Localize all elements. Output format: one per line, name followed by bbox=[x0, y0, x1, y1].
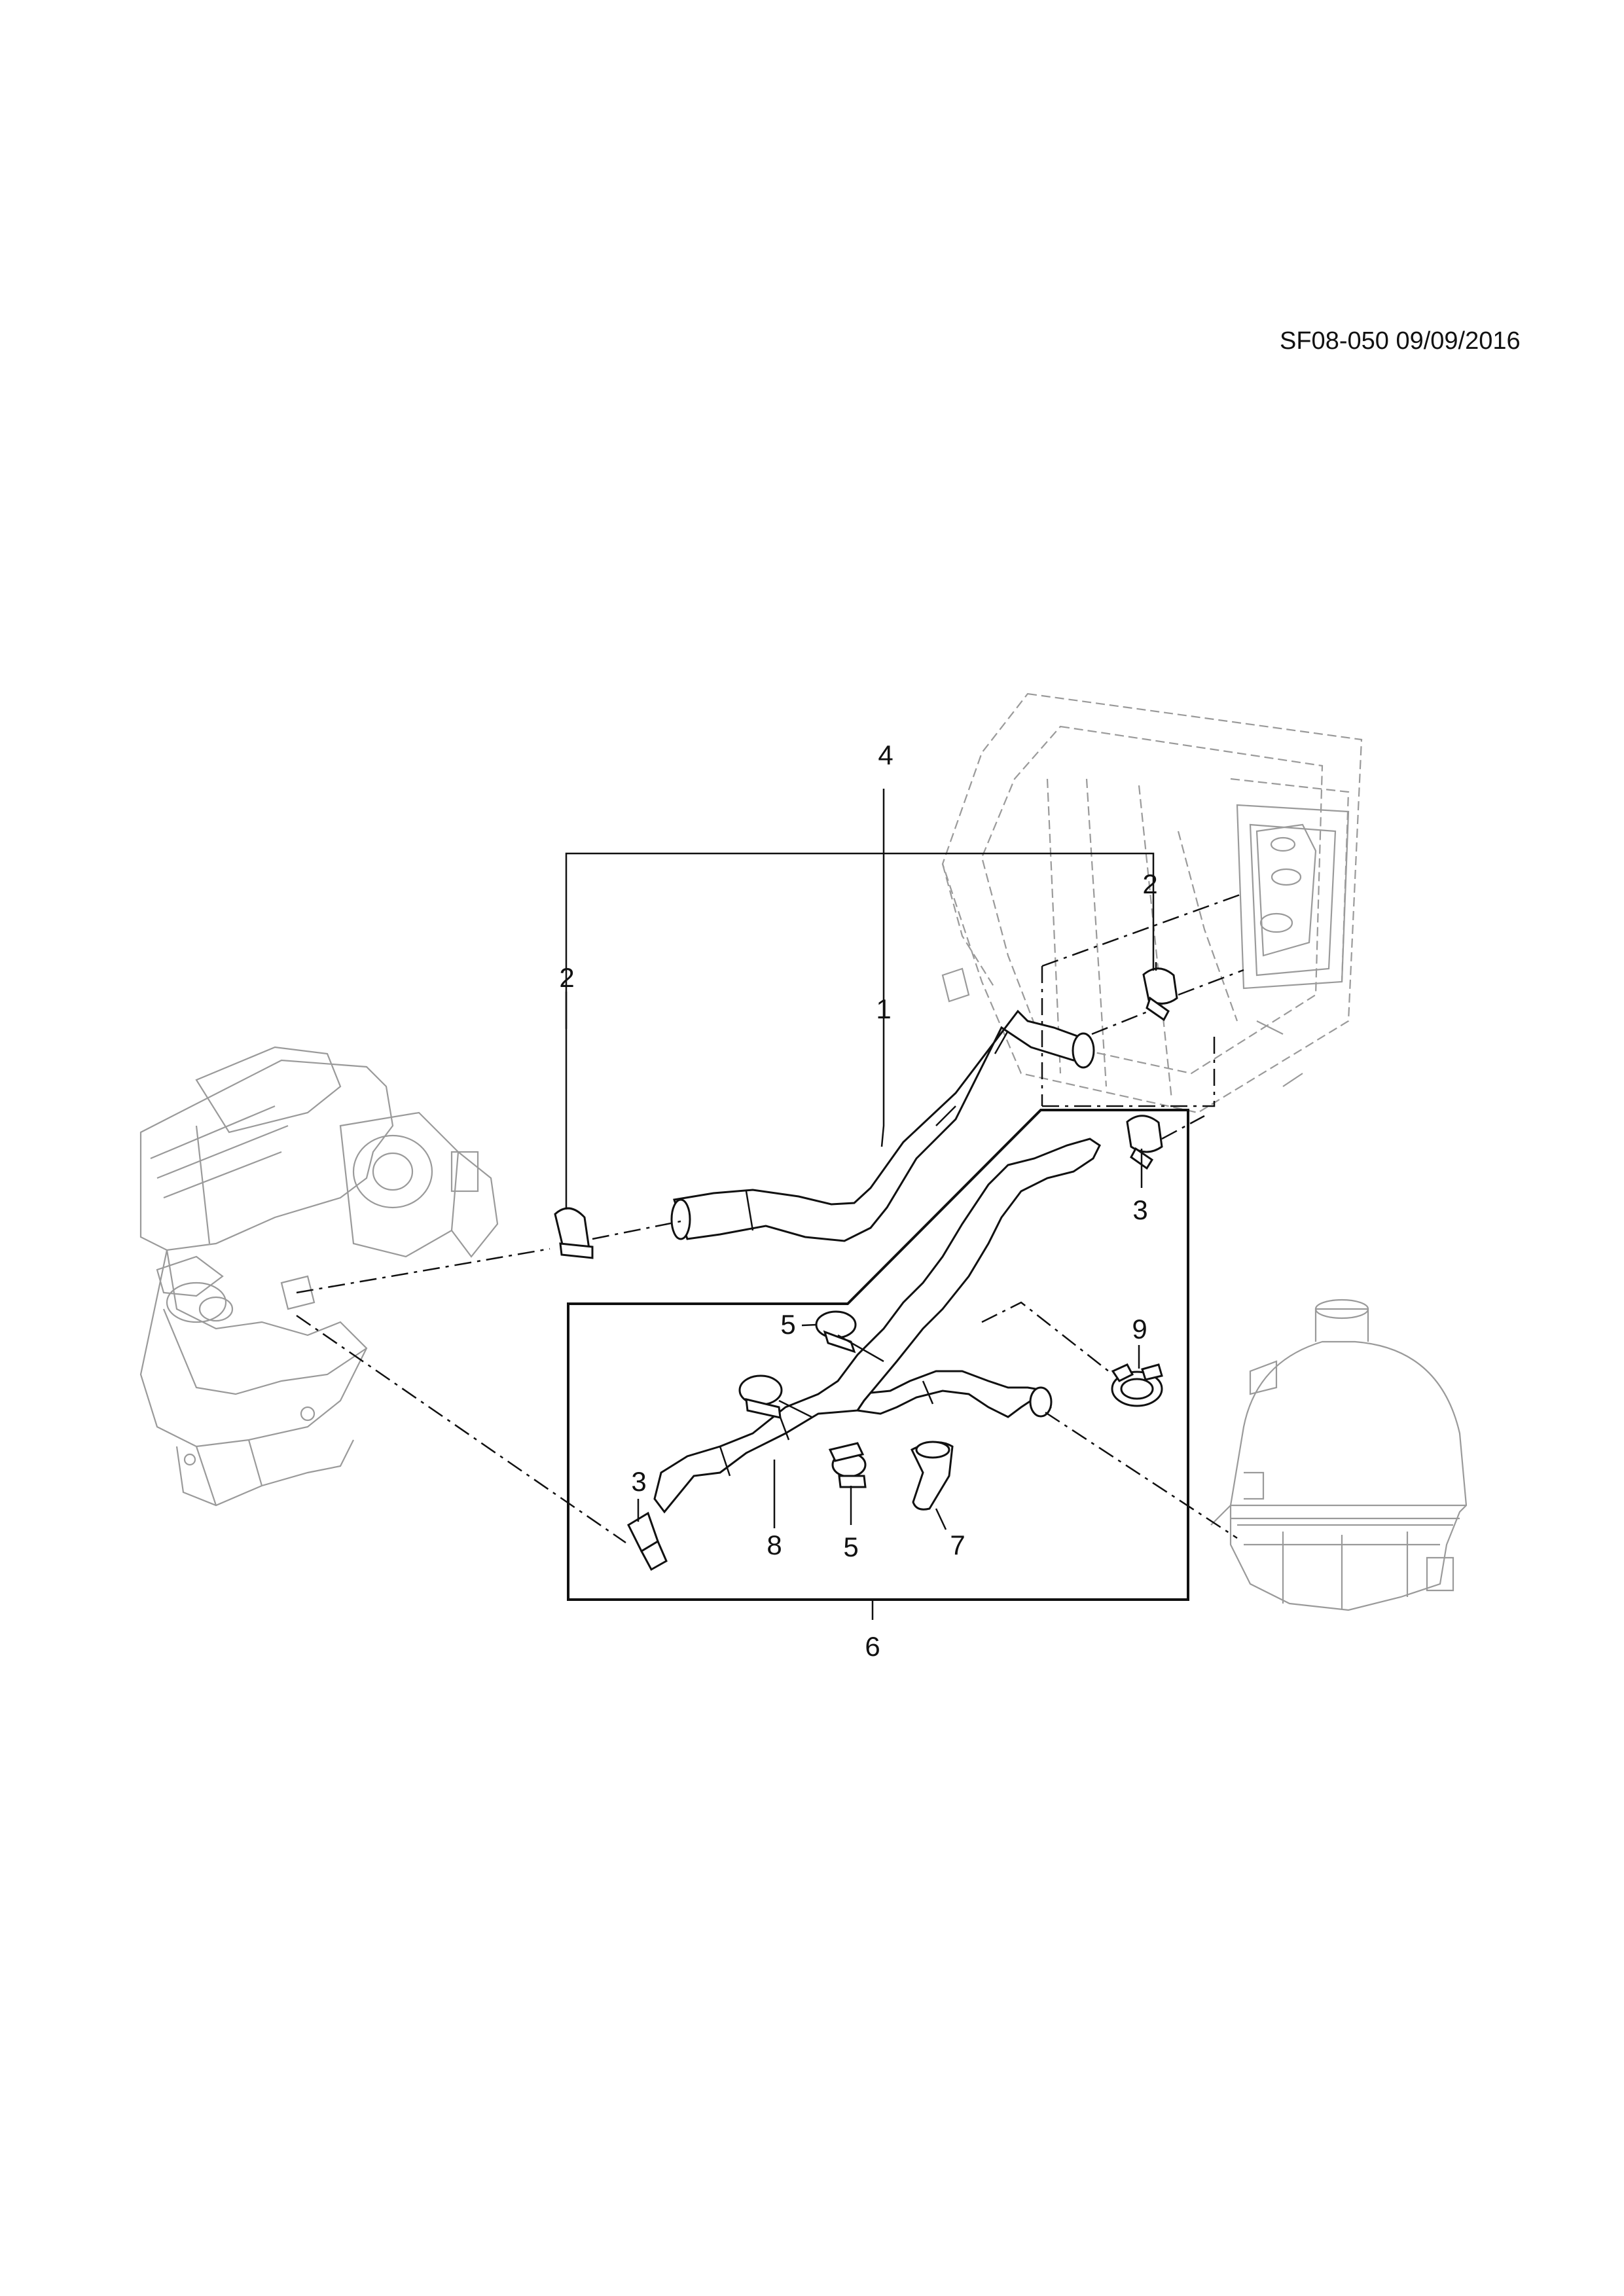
callout-7: 7 bbox=[950, 1530, 965, 1560]
clamp-5-left bbox=[738, 1374, 783, 1419]
callout-3-left: 3 bbox=[631, 1466, 646, 1497]
hose-assembly-box bbox=[567, 1109, 1189, 1601]
callout-2-right: 2 bbox=[1142, 869, 1157, 899]
clamp-7 bbox=[911, 1441, 954, 1511]
clamp-9 bbox=[1111, 1363, 1163, 1407]
callout-2-left: 2 bbox=[559, 962, 574, 993]
document-reference: SF08-050 09/09/2016 bbox=[1280, 327, 1521, 355]
engine-block-outline bbox=[139, 1046, 499, 1507]
connection-lines bbox=[296, 892, 1244, 1544]
callout-1: 1 bbox=[876, 994, 891, 1024]
callout-8: 8 bbox=[767, 1530, 782, 1560]
heater-outlet-hose bbox=[653, 1138, 1101, 1514]
leader-lines bbox=[565, 789, 1157, 1620]
callout-4: 4 bbox=[878, 740, 893, 770]
expansion-tank-outline bbox=[1210, 1299, 1468, 1611]
callout-5-bottom: 5 bbox=[843, 1532, 858, 1562]
clamp-5-bottom bbox=[828, 1442, 867, 1488]
callout-9: 9 bbox=[1132, 1314, 1147, 1344]
clamp-3-left bbox=[627, 1511, 668, 1571]
callout-labels: 4 1 2 2 3 9 5 3 8 5 7 6 bbox=[559, 740, 1157, 1662]
heater-core-outline bbox=[941, 692, 1363, 1114]
callout-3-right: 3 bbox=[1132, 1194, 1147, 1225]
clamp-5-top bbox=[815, 1310, 857, 1354]
heater-inlet-hose bbox=[670, 1009, 1095, 1242]
callout-6: 6 bbox=[865, 1631, 880, 1662]
clamp-2-left bbox=[554, 1207, 594, 1259]
callout-5-top: 5 bbox=[780, 1309, 795, 1340]
clamp-2-right bbox=[1142, 967, 1178, 1022]
clamp-3-right bbox=[1126, 1115, 1163, 1170]
